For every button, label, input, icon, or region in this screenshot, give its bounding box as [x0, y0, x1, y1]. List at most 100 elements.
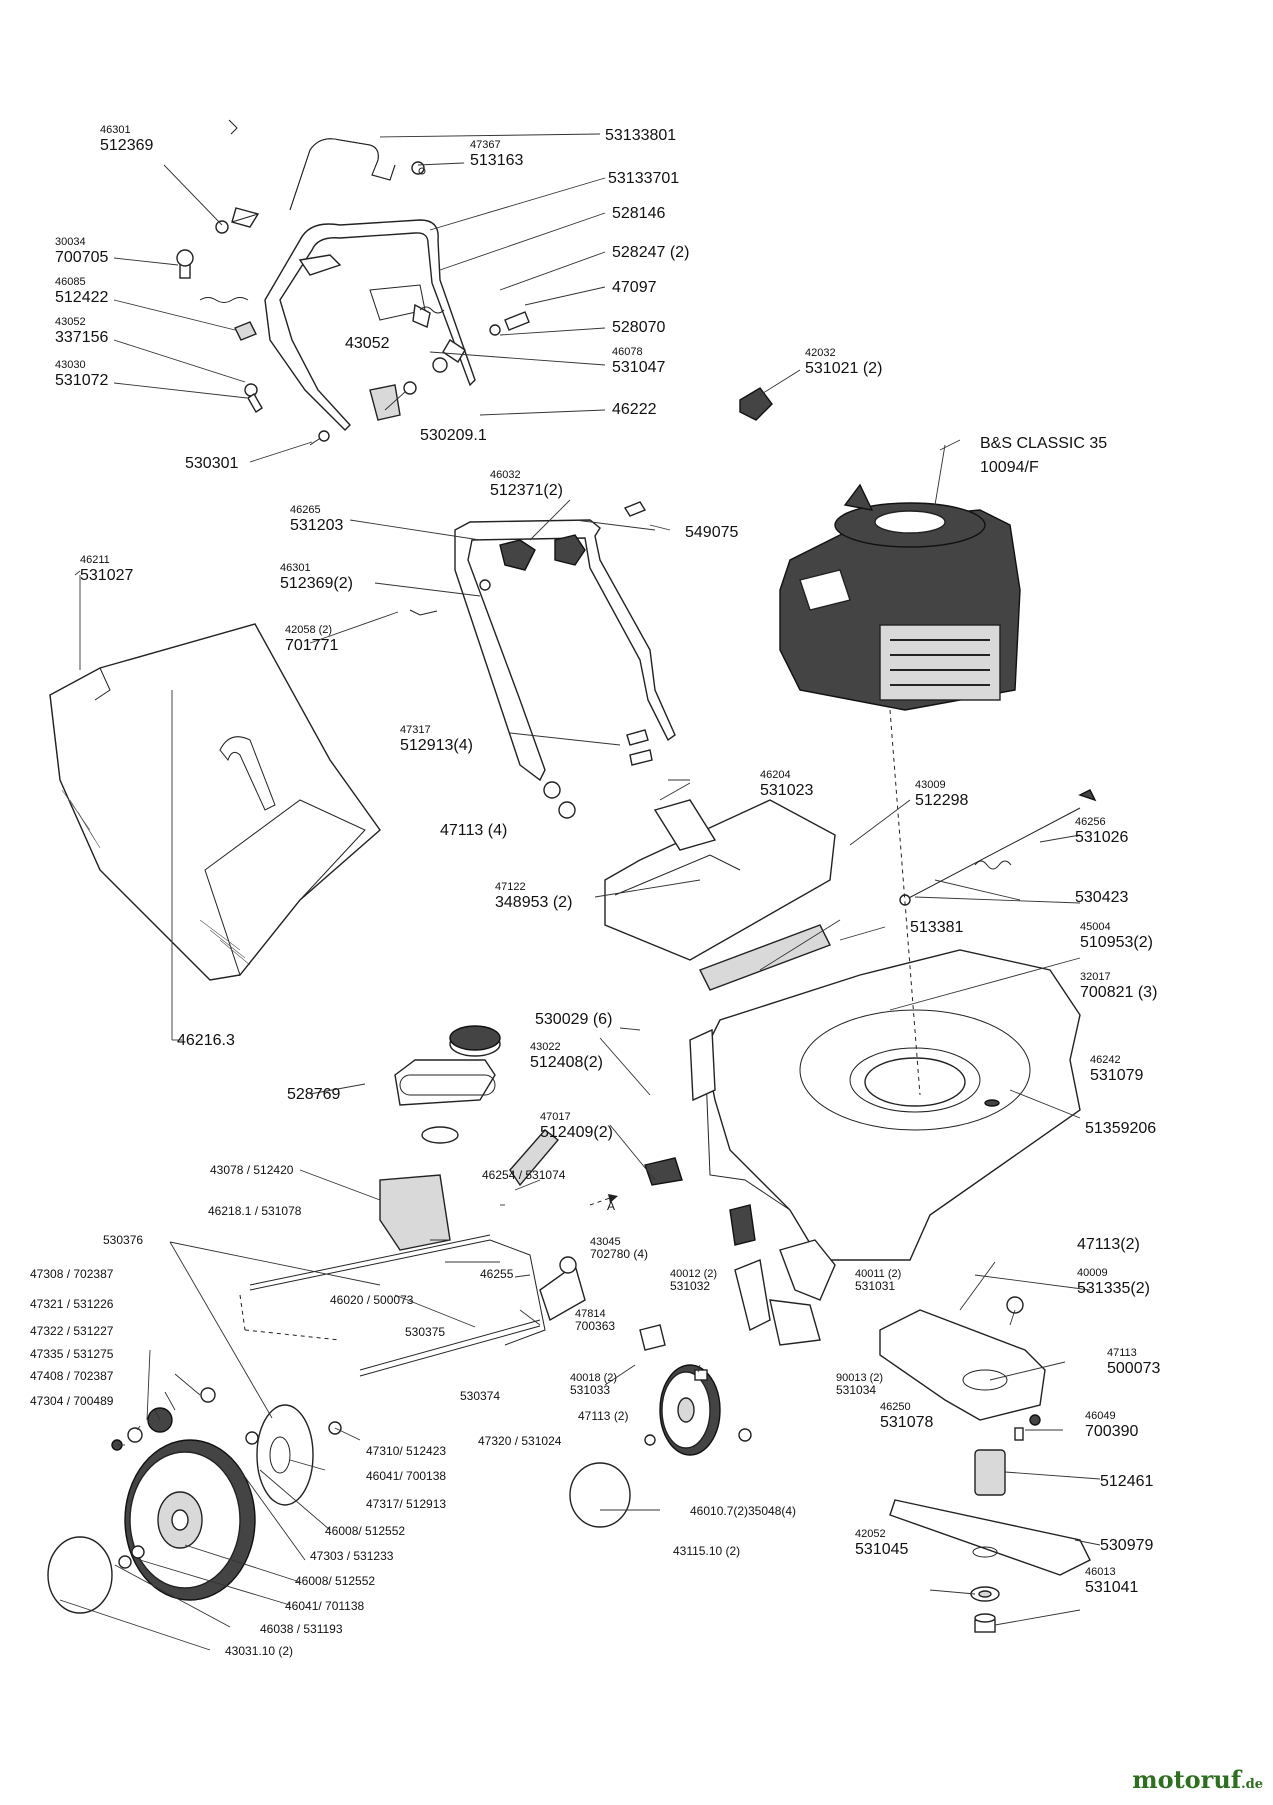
gearbox-drawing: [239, 1025, 586, 1377]
engine-code-label: 10094/F: [980, 459, 1039, 476]
part-label-l31: 530423: [1075, 889, 1128, 906]
part-number: 47304 / 700489: [30, 1394, 114, 1408]
part-number: 531203: [290, 517, 343, 534]
part-label-l48: 47308 / 702387: [30, 1267, 114, 1281]
part-number: 531072: [55, 372, 108, 389]
part-label-small: 90013 (2): [836, 1372, 883, 1384]
part-label-small: 47017: [540, 1111, 571, 1123]
marker-a-label: A: [607, 1199, 615, 1213]
part-number: 512298: [915, 792, 968, 809]
part-label-small: 46211: [80, 554, 110, 566]
part-label-l74: 47317/ 512913: [366, 1497, 446, 1511]
part-label-l63: 47304 / 700489: [30, 1394, 114, 1408]
part-number: 46010.7(2): [690, 1504, 748, 1518]
part-number: 512369(2): [280, 575, 353, 592]
part-label-l66: 47113 (2): [578, 1409, 628, 1423]
part-number: 531026: [1075, 829, 1128, 846]
part-label-l57: 530375: [405, 1325, 445, 1339]
main-handle-drawing: [264, 219, 476, 431]
part-label-small: 46250: [880, 1401, 911, 1413]
part-number: 531034: [836, 1383, 876, 1397]
part-number: 47321 / 531226: [30, 1297, 114, 1311]
part-label-l35: 46216.3: [177, 1032, 235, 1049]
part-label-small: 46242: [1090, 1054, 1121, 1066]
part-number: 530979: [1100, 1537, 1153, 1554]
part-number: 51359206: [1085, 1120, 1156, 1137]
part-label-l46: 47113(2): [1077, 1236, 1140, 1253]
part-number: 531335(2): [1077, 1280, 1150, 1297]
small-hardware-drawing: [176, 119, 773, 446]
part-label-l21: 549075: [685, 524, 738, 541]
watermark: motoruf.de: [1132, 1765, 1263, 1794]
part-number: 528070: [612, 319, 665, 336]
part-number: 701771: [285, 637, 338, 654]
part-label-l80: 46008/ 512552: [295, 1574, 375, 1588]
part-label-l56: 47322 / 531227: [30, 1324, 114, 1338]
part-label-l51: 40012 (2)531032: [670, 1268, 717, 1293]
part-number: 337156: [55, 329, 108, 346]
part-label-l53: 46020 / 500073: [330, 1293, 414, 1307]
part-label-l62: 90013 (2)531034: [836, 1372, 883, 1397]
part-label-l84: 43031.10 (2): [225, 1644, 293, 1658]
part-number: 531033: [570, 1383, 610, 1397]
part-label-l43: 46254 / 531074: [482, 1168, 566, 1182]
part-number: 530374: [460, 1389, 500, 1403]
part-label-small: 40012 (2): [670, 1268, 717, 1280]
part-label-l24: 42058 (2)701771: [285, 624, 338, 654]
part-number: 530423: [1075, 889, 1128, 906]
part-number: 512409(2): [540, 1124, 613, 1141]
part-label-small: 47317: [400, 724, 431, 736]
part-label-small: 47113: [1107, 1347, 1137, 1359]
part-number: 531032: [670, 1279, 710, 1293]
part-label-l69: 47320 / 531024: [478, 1434, 562, 1448]
part-number: 531027: [80, 567, 133, 584]
part-number: 531045: [855, 1541, 908, 1558]
part-number: 531021 (2): [805, 360, 882, 377]
part-number: 47097: [612, 279, 657, 296]
part-label-small: 43052: [55, 316, 86, 328]
part-label-small: 46204: [760, 769, 791, 781]
part-number: 528146: [612, 205, 665, 222]
part-label-small: 47367: [470, 139, 501, 151]
leader-lines: [59, 133, 1101, 1651]
part-number: 46254 / 531074: [482, 1168, 566, 1182]
part-number: 43078 / 512420: [210, 1163, 294, 1177]
part-label-l76: 530979: [1100, 1537, 1153, 1554]
engine-drawing: [779, 483, 1021, 711]
deck-housing-drawing: [689, 949, 1081, 1261]
part-label-l77: 46008/ 512552: [325, 1524, 405, 1538]
part-number: 512369: [100, 137, 153, 154]
upper-handle-drawing: [231, 138, 396, 228]
part-number: 530029 (6): [535, 1011, 612, 1028]
part-label-l83: 46038 / 531193: [260, 1622, 343, 1636]
part-label-l54: 47321 / 531226: [30, 1297, 114, 1311]
part-label-l81: 46041/ 701138: [285, 1599, 365, 1613]
part-label-l8: 47097: [612, 279, 657, 296]
part-label-small: 45004: [1080, 921, 1111, 933]
part-label-l45: 530376: [103, 1233, 143, 1247]
part-label-l5: 528146: [612, 205, 665, 222]
engine-model-label: B&S CLASSIC 35: [980, 435, 1107, 452]
part-number: 46020 / 500073: [330, 1293, 414, 1307]
part-label-small: 43045: [590, 1236, 621, 1248]
part-label-l36: 530029 (6): [535, 1011, 612, 1028]
part-label-l73: 512461: [1100, 1473, 1153, 1490]
part-label-l1: 53133801: [605, 127, 676, 144]
grass-catcher-drawing: [49, 623, 381, 981]
part-label-small: 47122: [495, 881, 526, 893]
part-number: 512461: [1100, 1473, 1153, 1490]
part-number: 528247 (2): [612, 244, 689, 261]
part-number: 53133801: [605, 127, 676, 144]
part-label-small: 46256: [1075, 816, 1106, 828]
part-label-l64: 530374: [460, 1389, 500, 1403]
